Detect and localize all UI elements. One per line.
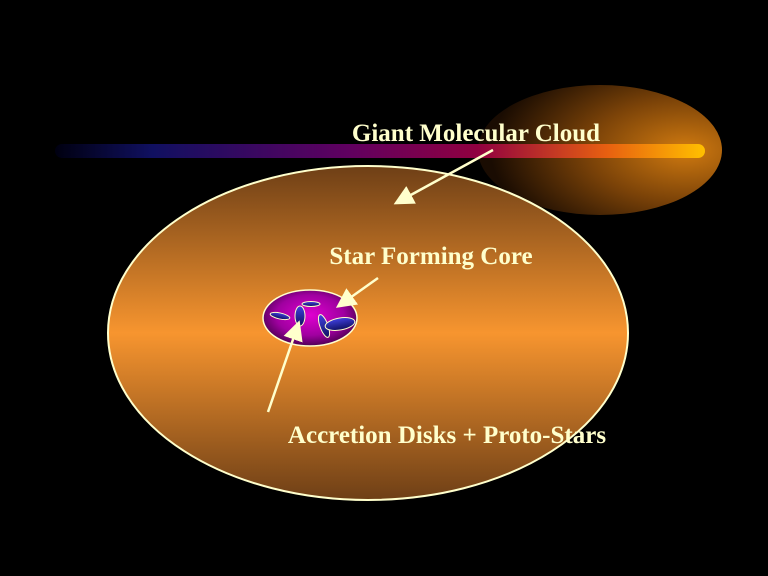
label-star-forming-core: Star Forming Core	[329, 243, 532, 270]
accretion-disk	[324, 317, 356, 331]
label-giant-molecular-cloud: Giant Molecular Cloud	[352, 120, 600, 147]
comet-streak	[55, 144, 705, 158]
accretion-disk	[294, 305, 306, 327]
arrow-cloud	[393, 148, 494, 205]
accretion-disk	[269, 311, 291, 321]
accretion-disk	[301, 301, 321, 307]
arrow-core	[335, 276, 379, 308]
arrow-disks	[266, 320, 303, 413]
giant-molecular-cloud	[107, 165, 629, 501]
label-accretion-disks: Accretion Disks + Proto-Stars	[288, 422, 606, 449]
